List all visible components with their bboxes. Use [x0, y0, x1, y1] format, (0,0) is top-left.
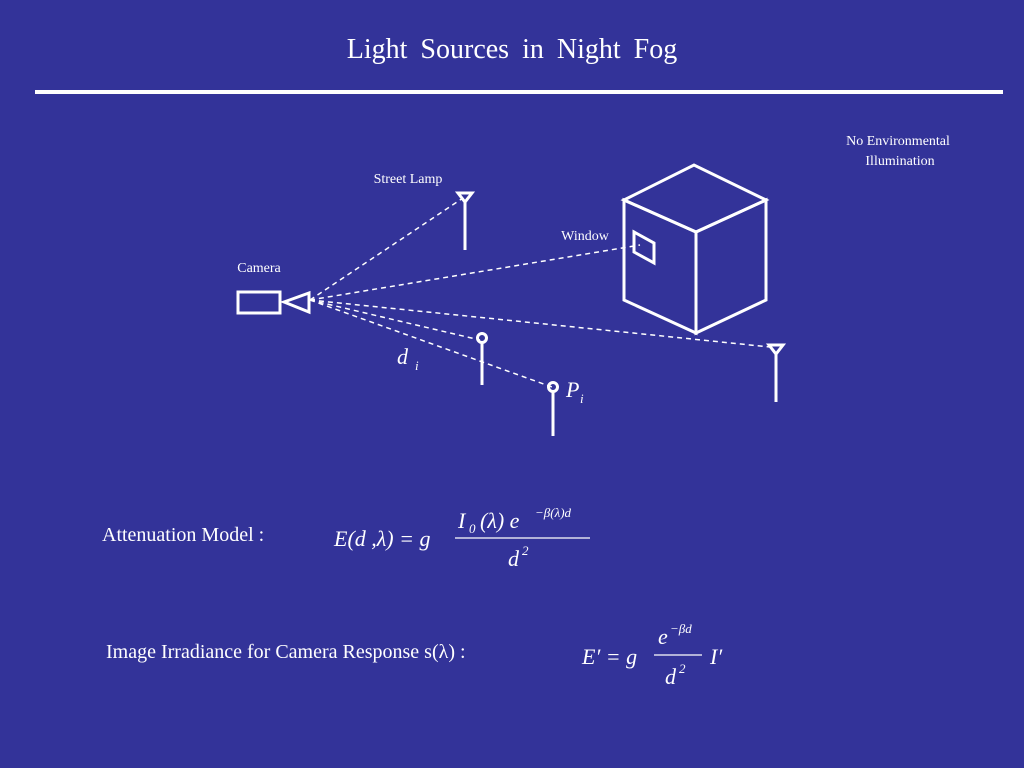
- distance-subscript: i: [415, 358, 419, 373]
- far-lamp-icon: [765, 343, 787, 402]
- window-label: Window: [561, 229, 610, 244]
- ray-window: [309, 244, 641, 301]
- ray-lamp-near: [309, 299, 481, 341]
- point-symbol: P: [565, 377, 579, 402]
- title-rule: [35, 90, 1003, 94]
- attenuation-equation: E(d ,λ) = g I 0 (λ) e −β(λ)d d 2: [333, 505, 590, 571]
- street-lamp-icon: [454, 191, 476, 250]
- attenuation-label: Attenuation Model :: [102, 524, 265, 546]
- light-rays: [309, 197, 771, 388]
- window-icon: [632, 229, 656, 266]
- irradiance-lhs: E′ = g: [581, 644, 637, 669]
- irradiance-equation: E′ = g e −βd d 2 I′: [581, 621, 723, 689]
- pi-lamp-icon: [547, 381, 559, 436]
- ray-street-lamp: [309, 197, 464, 301]
- slide-title: Light Sources in Night Fog: [346, 34, 678, 65]
- attenuation-denominator: d: [508, 546, 520, 571]
- irradiance-rhs: I′: [709, 644, 723, 669]
- attenuation-lhs: E(d ,λ) = g: [333, 526, 430, 551]
- attenuation-denominator-exponent: 2: [522, 543, 529, 558]
- irradiance-label: Image Irradiance for Camera Response s(λ…: [106, 641, 466, 663]
- ray-far-lamp: [309, 299, 771, 348]
- distance-symbol: d: [397, 344, 409, 369]
- point-subscript: i: [580, 391, 584, 406]
- round-lamp-icon: [476, 332, 488, 385]
- street-lamp-label: Street Lamp: [374, 172, 443, 187]
- ray-lamp-pi: [309, 299, 553, 388]
- no-env-illumination-line1: No Environmental: [846, 134, 950, 149]
- no-env-illumination-line2: Illumination: [865, 154, 934, 169]
- attenuation-numerator: I: [457, 508, 467, 533]
- attenuation-numerator-rest: (λ) e: [480, 508, 520, 533]
- building-cube-icon: [620, 163, 770, 336]
- attenuation-numerator-exponent: −β(λ)d: [535, 505, 572, 520]
- irradiance-numerator-exponent: −βd: [670, 621, 692, 636]
- irradiance-denominator-exponent: 2: [679, 661, 686, 676]
- attenuation-numerator-sub: 0: [469, 521, 476, 536]
- irradiance-numerator: e: [658, 624, 668, 649]
- camera-label: Camera: [237, 261, 281, 276]
- camera-icon: [236, 290, 311, 315]
- irradiance-denominator: d: [665, 664, 677, 689]
